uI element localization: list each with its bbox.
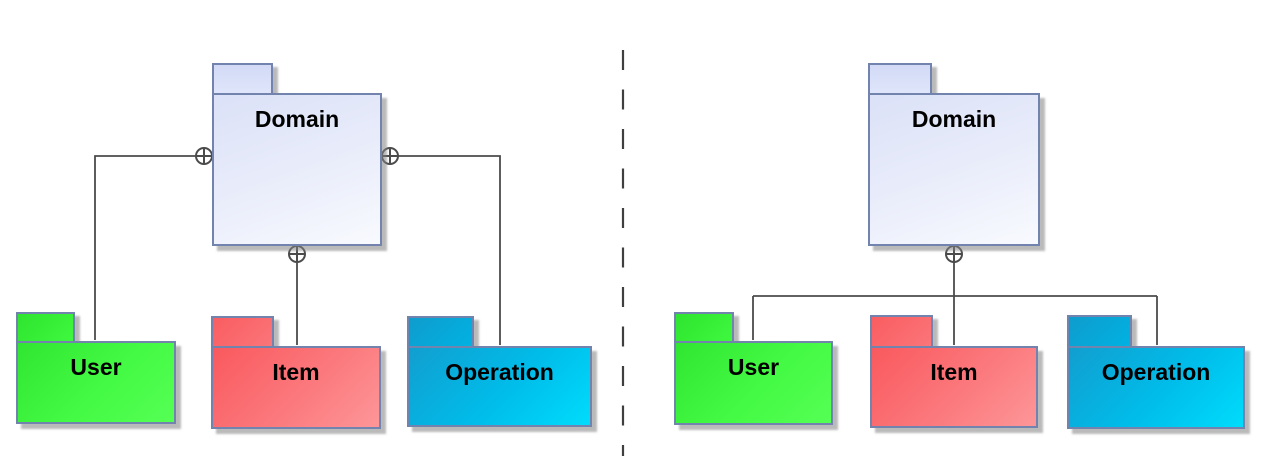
package-label: Domain — [911, 106, 997, 132]
package-body: Domain — [868, 93, 1040, 246]
package-tab — [212, 63, 273, 95]
package-body: User — [674, 341, 833, 425]
package-body: Operation — [1067, 346, 1245, 429]
package-label: User — [70, 354, 122, 380]
package-body: Item — [870, 346, 1038, 428]
package-tab — [1067, 315, 1132, 348]
package-tab — [211, 316, 274, 348]
package-tab — [870, 315, 933, 348]
circle-plus-anchor-icon — [288, 245, 306, 263]
package-tab — [674, 312, 734, 343]
package-label: Operation — [445, 359, 554, 385]
package-body: Item — [211, 346, 381, 429]
package-tab — [407, 316, 474, 348]
circle-plus-anchor-icon — [381, 147, 399, 165]
package-tab — [868, 63, 932, 95]
package-body: User — [16, 341, 176, 424]
containment-link-domain-user-left[interactable] — [94, 155, 204, 340]
circle-plus-anchor-icon — [195, 147, 213, 165]
containment-link-domain-operation-left[interactable] — [390, 155, 501, 345]
package-tab — [16, 312, 75, 343]
package-label: Operation — [1101, 359, 1211, 385]
package-label: User — [727, 354, 780, 380]
circle-plus-anchor-icon — [945, 245, 963, 263]
package-body: Operation — [407, 346, 592, 427]
package-label: Domain — [254, 106, 340, 132]
package-body: Domain — [212, 93, 382, 246]
package-label: Item — [930, 359, 978, 385]
package-label: Item — [272, 359, 320, 385]
